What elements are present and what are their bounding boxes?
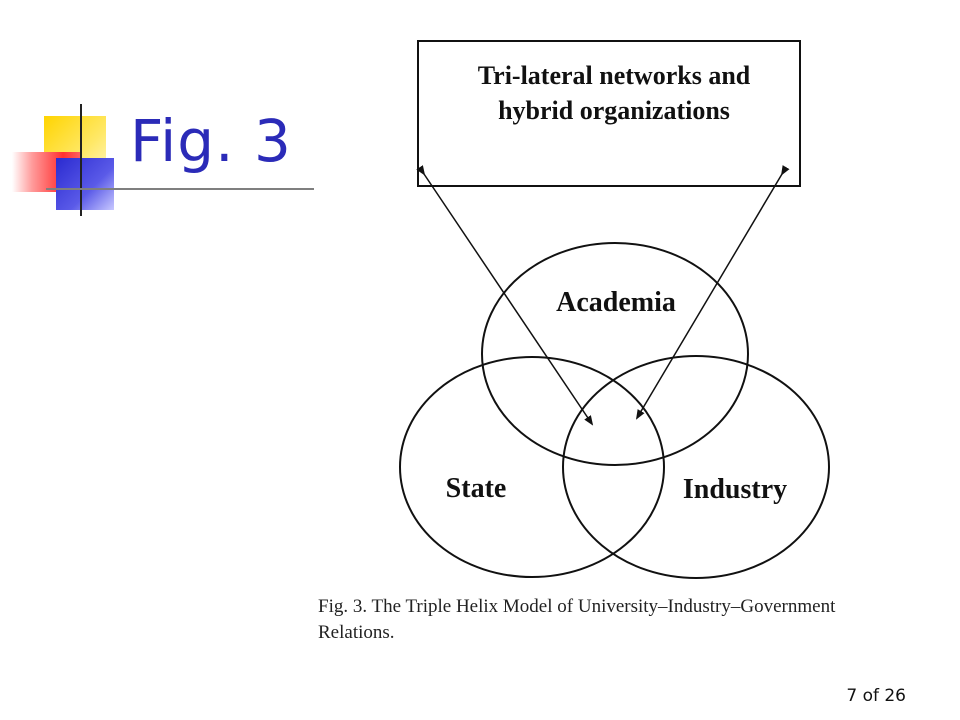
academia-label: Academia [556, 287, 676, 318]
academia-circle [481, 242, 749, 466]
vertical-rule [80, 104, 82, 216]
figure-caption: Fig. 3. The Triple Helix Model of Univer… [318, 596, 836, 643]
slide-title: Fig. 3 [130, 107, 292, 175]
hybrid-organizations-box [417, 40, 801, 187]
box-text-line2: hybrid organizations [498, 96, 730, 125]
decorative-logo [0, 100, 314, 220]
page-number: 7 of 26 [846, 686, 906, 706]
state-circle [399, 356, 665, 578]
title-underline [46, 188, 314, 190]
industry-label: Industry [683, 474, 787, 505]
state-label: State [446, 473, 507, 504]
right-arrow [635, 165, 790, 420]
industry-circle [562, 355, 830, 579]
left-arrow [416, 165, 594, 426]
blue-square [56, 158, 114, 210]
box-text-line1: Tri-lateral networks and [478, 61, 751, 90]
